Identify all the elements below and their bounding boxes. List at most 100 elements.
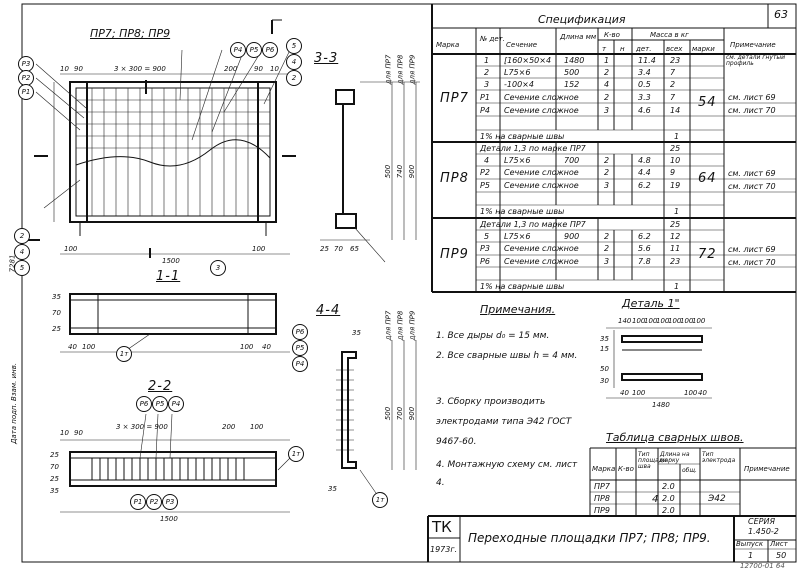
org-code: ТК: [432, 518, 452, 536]
callout-P3-22: P3: [162, 494, 178, 510]
cell-section: [160×50×4: [504, 56, 552, 65]
cell-section: Сечение сложное: [504, 93, 579, 102]
dim-top-5: 90: [254, 65, 263, 73]
height-900: 900: [408, 164, 417, 179]
cell-num: 5: [484, 232, 490, 241]
dim-22-left-2: 70: [50, 463, 59, 471]
detail-b-1: 40: [620, 389, 629, 397]
cell-mass: 6.2: [638, 232, 651, 241]
spec-sh-t: т: [602, 45, 607, 53]
cell-mass-all: 10: [670, 156, 681, 165]
mark44-top: 35: [352, 329, 361, 337]
cell-qty: 2: [604, 93, 610, 102]
detail-dim-4: 100: [656, 317, 670, 325]
dim-top-6: 10: [270, 65, 279, 73]
cell-mass-all: 2: [670, 80, 676, 89]
dim-33-3: 65: [350, 245, 359, 253]
section-3-3: [320, 81, 420, 263]
spec-welds-pr7: 1% на сварные швы: [480, 132, 565, 141]
spec-welds-pr8: 1% на сварные швы: [480, 207, 565, 216]
dim-bottom-3: 100: [252, 245, 266, 253]
weld-length: 2.0: [662, 494, 675, 503]
cell-qty: 2: [604, 232, 610, 241]
callout-2-left: 2: [14, 228, 30, 244]
height-740: 740: [396, 164, 405, 179]
detail-b-4: 100: [684, 389, 698, 397]
detail-dim-3: 100: [644, 317, 658, 325]
spec-sh-det: дет.: [636, 45, 652, 53]
callout-4-top: 4: [286, 54, 302, 70]
front-view: [28, 19, 296, 258]
cell-mass: 4.8: [638, 156, 651, 165]
spec-header-pr8: Детали 1,3 по марке ПР7: [480, 144, 586, 153]
welds-h-mark: Марка: [592, 465, 616, 473]
dim-11-b1: 40: [68, 343, 77, 351]
dim-22-bottom: 1500: [160, 515, 178, 523]
dim-top-2: 90: [74, 65, 83, 73]
cell-mass-all: 23: [670, 56, 681, 65]
spec-h-qty: К-во: [604, 31, 620, 39]
h44-700: 700: [396, 406, 405, 421]
list-number: 50: [776, 551, 787, 560]
cell-section: Сечение сложное: [504, 244, 579, 253]
cell-mass-all: 12: [670, 232, 681, 241]
cell-num: 2: [484, 68, 490, 77]
welds-h-type: Тип площади шва: [638, 451, 667, 470]
cell-length: 700: [564, 156, 580, 165]
callout-1t-11: 1т: [116, 346, 132, 362]
margin-stamp-label: Дата подп. Взам. инв.: [10, 362, 19, 445]
cell-num: P5: [480, 181, 490, 190]
cell-mass: 6.2: [638, 181, 651, 190]
callout-P6-22: P6: [136, 396, 152, 412]
section-2-2-title: 2-2: [148, 379, 173, 394]
cell-mass: 3.3: [638, 93, 651, 102]
spec-total-pr9: 72: [698, 247, 717, 262]
callout-P2-22: P2: [146, 494, 162, 510]
cell-qty: 2: [604, 156, 610, 165]
cell-num: P2: [480, 168, 490, 177]
title-block-grid: [427, 515, 796, 562]
h44-500: 500: [384, 406, 393, 421]
welds-title: Таблица сварных швов.: [606, 431, 744, 444]
cell-note: см. лист 69: [728, 93, 776, 102]
callout-2-top: 2: [286, 70, 302, 86]
detail-dim-6: 100: [680, 317, 694, 325]
vypusk-number: 1: [748, 551, 754, 560]
note-2: 2. Все сварные швы h = 4 мм.: [436, 351, 578, 361]
dim-top-3: 3 × 300 = 900: [114, 65, 166, 73]
cell-mass: 7.8: [638, 257, 651, 266]
spec-welds-val-pr8: 1: [674, 207, 680, 216]
callout-4-left: 4: [14, 244, 30, 260]
label-for-pr9: для ПР9: [408, 54, 417, 85]
cell-length: 500: [564, 68, 580, 77]
welds-h-electrode: Тип электрода: [702, 451, 736, 464]
spec-h-mass: Масса в кг: [650, 31, 689, 39]
spec-total-pr7: 54: [698, 95, 717, 110]
dim-11-b3: 100: [240, 343, 254, 351]
detail-left-3: 50: [600, 365, 609, 373]
cell-num: P4: [480, 106, 490, 115]
label44-pr8: для ПР8: [396, 310, 405, 341]
weld-electrode: Э42: [708, 494, 726, 504]
series-number: 1.450-2: [748, 527, 779, 536]
cell-qty: 4: [604, 80, 610, 89]
weld-mark: ПР7: [594, 482, 610, 491]
weld-mark: ПР9: [594, 506, 610, 515]
callout-3: 3: [210, 260, 226, 276]
spec-h-num: № дет.: [480, 35, 505, 43]
spec-welds-val-pr9: 1: [674, 282, 680, 291]
cell-mass-all: 11: [670, 244, 681, 253]
callout-P5-44: P5: [292, 340, 308, 356]
detail-b-2: 100: [632, 389, 646, 397]
callout-1t-22: 1т: [288, 446, 304, 462]
dim-11-left-3: 25: [52, 325, 61, 333]
cell-note: см. лист 69: [728, 245, 776, 254]
dim-11-left-1: 35: [52, 293, 61, 301]
cell-note: см. лист 70: [728, 182, 776, 191]
cell-section: Сечение сложное: [504, 257, 579, 266]
callout-5-top: 5: [286, 38, 302, 54]
series-label: СЕРИЯ: [748, 517, 776, 526]
detail-left-2: 15: [600, 345, 609, 353]
dim-22-top-5: 100: [250, 423, 264, 431]
